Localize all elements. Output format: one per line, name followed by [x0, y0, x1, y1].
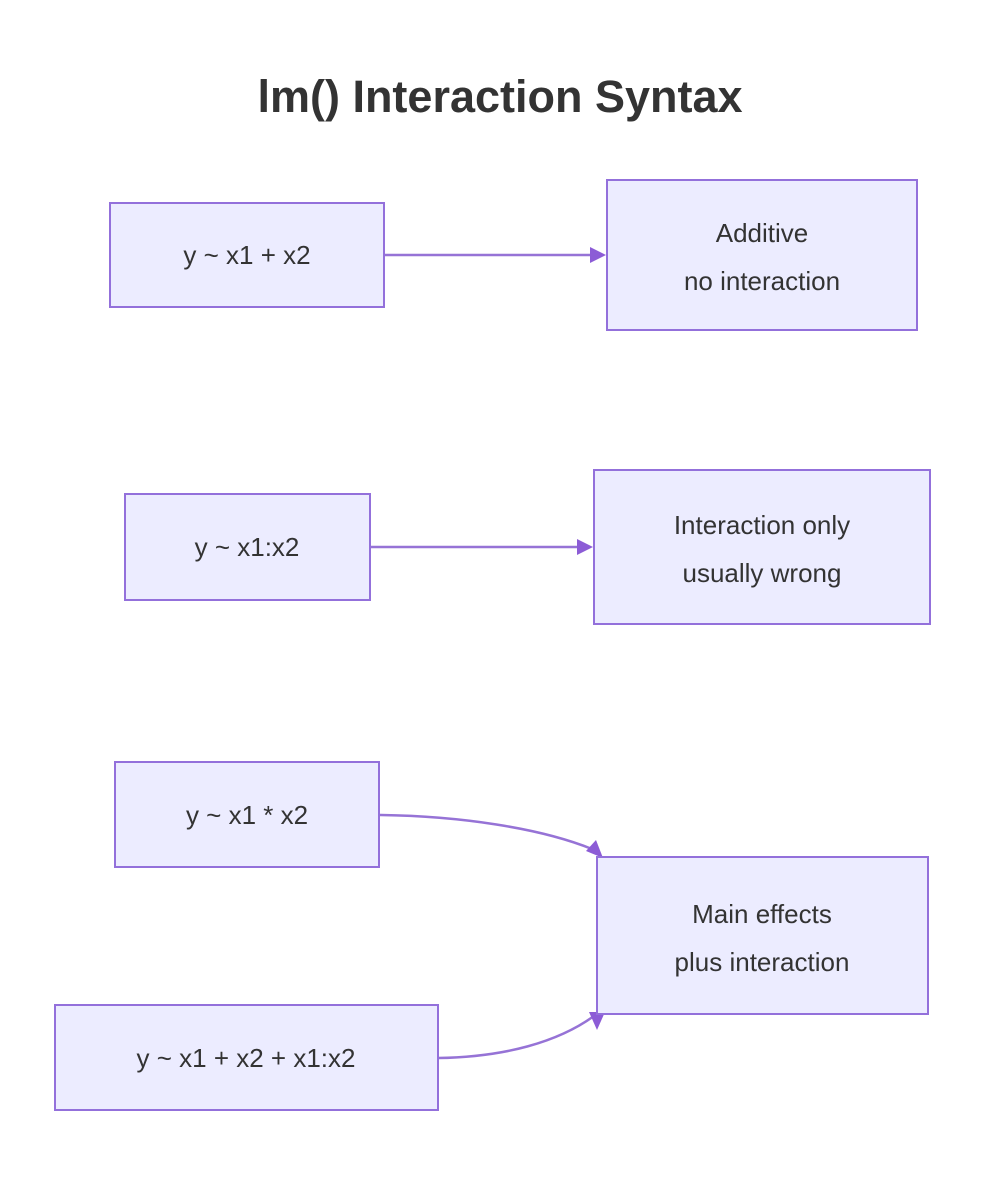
node-formula-interaction-only-label: y ~ x1:x2	[195, 532, 300, 562]
node-formula-additive: y ~ x1 + x2	[109, 202, 385, 308]
node-interaction-only-result: Interaction only usually wrong	[593, 469, 931, 625]
node-interaction-only-result-line2: usually wrong	[683, 558, 842, 588]
node-interaction-only-result-line1: Interaction only	[674, 510, 850, 540]
node-main-effects-result: Main effects plus interaction	[596, 856, 929, 1015]
node-formula-interaction-only: y ~ x1:x2	[124, 493, 371, 601]
node-additive-result-line1: Additive	[716, 218, 809, 248]
edge-additive	[384, 247, 606, 263]
node-additive-result-box	[606, 179, 918, 331]
node-formula-star: y ~ x1 * x2	[114, 761, 380, 868]
node-formula-additive-box	[109, 202, 385, 308]
node-interaction-only-result-box	[593, 469, 931, 625]
arrowhead	[590, 247, 606, 263]
diagram-title: lm() Interaction Syntax	[257, 71, 742, 122]
node-formula-full-box	[54, 1004, 439, 1111]
edge-interaction-only	[370, 539, 593, 555]
node-additive-result: Additive no interaction	[606, 179, 918, 331]
node-formula-star-box	[114, 761, 380, 868]
node-formula-full: y ~ x1 + x2 + x1:x2	[54, 1004, 439, 1111]
node-main-effects-result-box	[596, 856, 929, 1015]
node-formula-star-label: y ~ x1 * x2	[186, 800, 308, 830]
arrowhead	[589, 1012, 605, 1030]
node-additive-result-line2: no interaction	[684, 266, 840, 296]
arrowhead	[577, 539, 593, 555]
edge-full-to-main	[437, 1012, 605, 1060]
arrowhead	[586, 840, 603, 858]
edge-star-to-main	[378, 813, 603, 858]
node-formula-additive-label: y ~ x1 + x2	[183, 240, 310, 270]
node-formula-interaction-only-box	[124, 493, 371, 601]
edge-star-to-main-line	[378, 813, 593, 851]
edge-full-to-main-line	[437, 1014, 595, 1060]
node-main-effects-result-line1: Main effects	[692, 899, 832, 929]
node-formula-full-label: y ~ x1 + x2 + x1:x2	[137, 1043, 356, 1073]
node-main-effects-result-line2: plus interaction	[675, 947, 850, 977]
